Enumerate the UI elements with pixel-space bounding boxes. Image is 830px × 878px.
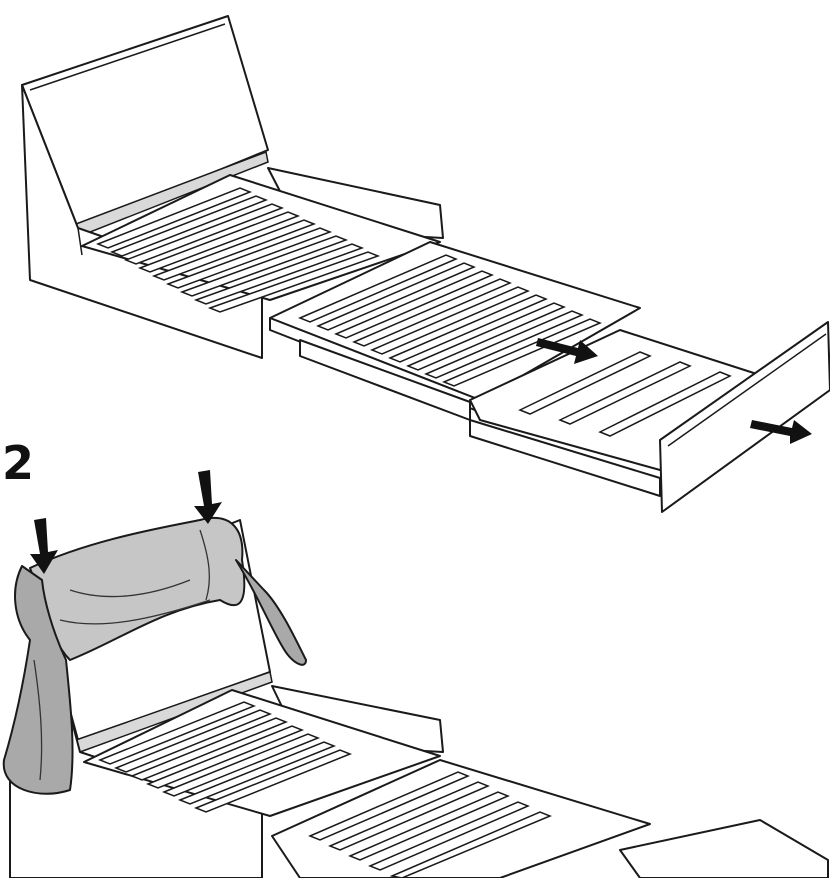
arrow-right-down-icon (750, 420, 812, 444)
step-number: 2 (2, 436, 35, 490)
extension-slats (518, 351, 732, 437)
middle-slats (298, 254, 602, 387)
sofa-bed-step-2 (2, 470, 829, 878)
middle-slats-step-2 (308, 771, 552, 878)
backrest-cover (2, 517, 307, 795)
arrow-right-down-icon (536, 338, 598, 364)
seat-slats (95, 187, 381, 313)
arrow-down-icon (30, 518, 58, 574)
sofa-bed-step-1 (21, 15, 830, 513)
arrow-down-icon (194, 470, 222, 524)
seat-slats-step-2 (97, 701, 353, 813)
front-end-panel (659, 321, 830, 513)
